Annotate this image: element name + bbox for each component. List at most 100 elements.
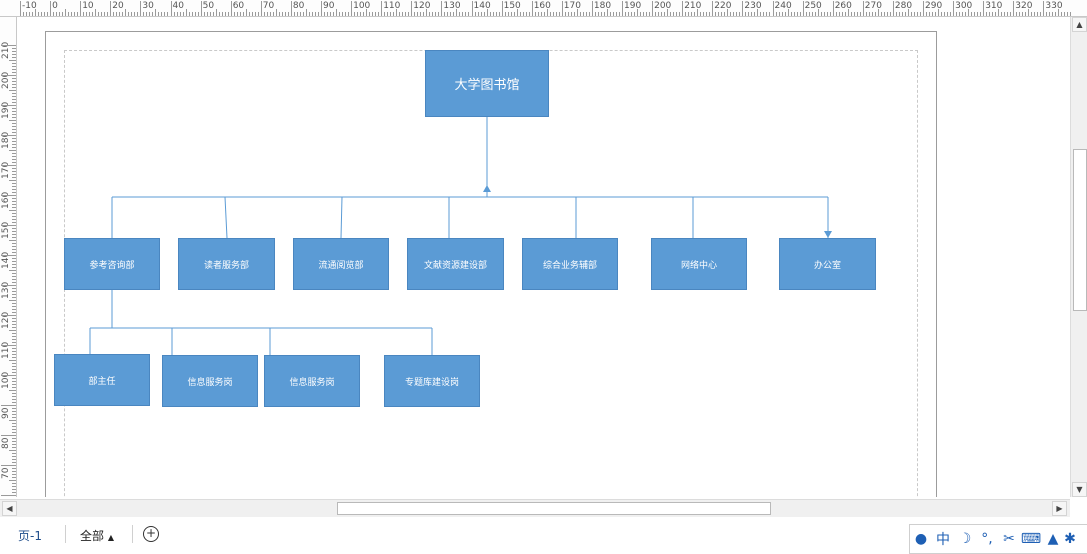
ruler-tick: [12, 399, 16, 400]
ruler-tick: [12, 339, 16, 340]
ruler-tick: [1, 465, 16, 466]
ruler-tick: [456, 9, 458, 16]
ruler-tick: [12, 72, 16, 73]
ruler-tick: [308, 12, 310, 16]
scroll-left-button[interactable]: ◀: [2, 501, 17, 516]
dept-box-general-affairs[interactable]: 综合业务辅部: [522, 238, 618, 290]
ruler-tick: [480, 12, 482, 16]
shirt-icon[interactable]: ▲: [1047, 531, 1059, 547]
drawing-canvas[interactable]: 大学图书馆 参考咨询部 读者服务部 流通阅览部 文献资源建设部 综合业务辅部 网…: [17, 17, 1070, 497]
ruler-tick: [230, 1, 232, 16]
vertical-scroll-thumb[interactable]: [1073, 149, 1087, 311]
ruler-tick: [516, 9, 518, 16]
tab-all-pages[interactable]: 全部 ▲: [80, 527, 114, 544]
ruler-tick: [12, 189, 16, 190]
org-root-box[interactable]: 大学图书馆: [425, 50, 549, 117]
ruler-tick: [12, 243, 16, 244]
ruler-tick: [12, 57, 16, 58]
ruler-tick: [923, 1, 924, 16]
ruler-tick: [1034, 12, 1036, 16]
ruler-tick: [1, 225, 16, 226]
ruler-tick: [435, 12, 437, 16]
chinese-mode-icon[interactable]: 中: [936, 532, 950, 548]
ruler-tick: [12, 387, 16, 388]
ruler-tick: [929, 12, 931, 16]
ime-toolbar[interactable]: ● 中 ☽ °, ✂ ⌨ ▲ ✱: [909, 524, 1087, 554]
ruler-tick: [12, 354, 16, 355]
ruler-tick: [492, 12, 494, 16]
ruler-label: 60: [232, 1, 245, 11]
horizontal-scrollbar[interactable]: ◀ ▶: [0, 499, 1070, 517]
ruler-tick: [80, 1, 82, 16]
ruler-tick: [841, 12, 843, 16]
ruler-tick: [287, 12, 289, 16]
keyboard-icon[interactable]: ⌨: [1020, 531, 1042, 547]
punctuation-icon[interactable]: °,: [981, 531, 993, 547]
tab-page-1[interactable]: 页-1: [18, 529, 42, 543]
horizontal-scroll-thumb[interactable]: [337, 502, 771, 515]
ruler-tick: [742, 1, 744, 16]
ruler-tick: [251, 12, 253, 16]
ruler-tick: [116, 12, 118, 16]
ruler-tick: [652, 1, 654, 16]
scroll-down-button[interactable]: ▼: [1072, 482, 1087, 497]
ruler-tick: [12, 369, 16, 370]
ruler-tick: [844, 12, 846, 16]
ruler-tick: [53, 12, 55, 16]
user-icon[interactable]: ●: [914, 531, 928, 547]
ruler-tick: [324, 12, 325, 16]
ruler-tick: [618, 12, 620, 16]
dept-box-reference[interactable]: 参考咨询部: [64, 238, 160, 290]
ruler-tick: [1067, 12, 1069, 16]
ruler-tick: [989, 12, 991, 16]
ruler-tick: [281, 12, 283, 16]
moon-icon[interactable]: ☽: [958, 531, 972, 547]
sub-box-special-database[interactable]: 专题库建设岗: [384, 355, 480, 407]
ruler-tick: [688, 12, 690, 16]
ruler-tick: [853, 12, 855, 16]
ruler-tick: [9, 150, 16, 151]
ruler-tick: [444, 12, 446, 16]
ruler-tick: [98, 12, 100, 16]
ruler-tick: [396, 9, 398, 16]
vertical-scrollbar[interactable]: ▲ ▼: [1070, 17, 1087, 497]
scroll-up-button[interactable]: ▲: [1072, 17, 1087, 32]
ruler-tick: [835, 12, 837, 16]
ruler-tick: [865, 12, 867, 16]
ruler-tick: [715, 12, 717, 16]
ruler-tick: [12, 273, 16, 274]
ruler-tick: [12, 333, 16, 334]
dept-box-reader-service[interactable]: 读者服务部: [178, 238, 275, 290]
dept-box-office[interactable]: 办公室: [779, 238, 876, 290]
ruler-tick: [236, 12, 238, 16]
dept-box-circulation[interactable]: 流通阅览部: [293, 238, 389, 290]
ruler-tick: [883, 12, 885, 16]
ruler-tick: [703, 12, 705, 16]
ruler-tick: [12, 414, 16, 415]
scissors-icon[interactable]: ✂: [1003, 531, 1015, 547]
ruler-tick: [1, 345, 16, 346]
ruler-tick: [12, 312, 16, 313]
ruler-tick: [423, 12, 425, 16]
scroll-right-button[interactable]: ▶: [1052, 501, 1067, 516]
ruler-tick: [685, 12, 687, 16]
add-page-icon[interactable]: +: [143, 526, 159, 542]
ruler-tick: [489, 12, 491, 16]
ruler-tick: [342, 12, 344, 16]
ruler-tick: [971, 12, 973, 16]
sub-box-info-service-1[interactable]: 信息服务岗: [162, 355, 258, 407]
settings-icon[interactable]: ✱: [1064, 531, 1076, 547]
ruler-tick: [697, 9, 699, 16]
ruler-tick: [12, 384, 16, 385]
ruler-tick: [9, 90, 16, 91]
dept-box-resource-building[interactable]: 文献资源建设部: [407, 238, 504, 290]
dept-box-network-center[interactable]: 网络中心: [651, 238, 747, 290]
sub-box-director[interactable]: 部主任: [54, 354, 150, 406]
ruler-tick: [128, 12, 130, 16]
ruler-tick: [1061, 12, 1063, 16]
ruler-tick: [829, 12, 831, 16]
ruler-tick: [646, 12, 648, 16]
sub-box-info-service-2[interactable]: 信息服务岗: [264, 355, 360, 407]
